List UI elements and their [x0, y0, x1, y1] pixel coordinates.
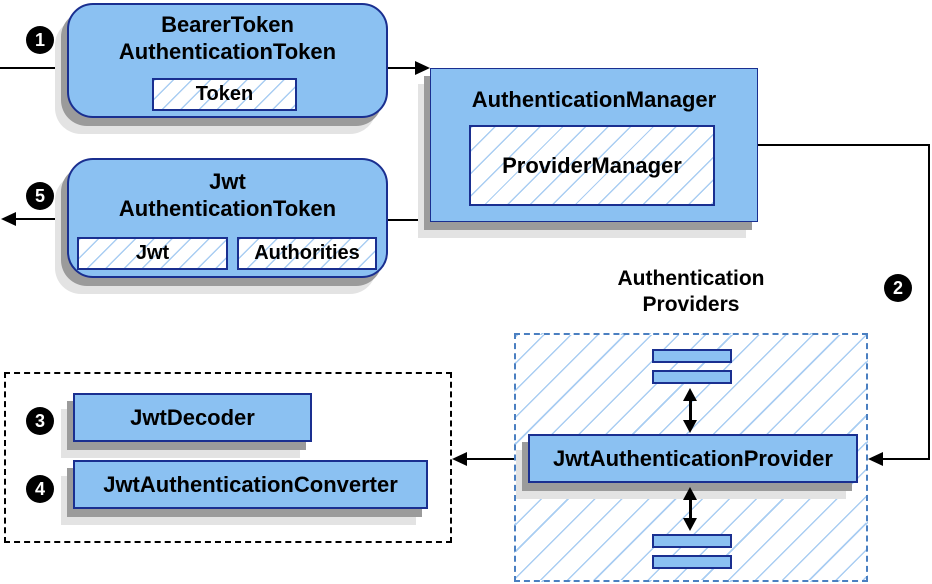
jwt-authentication-provider-label: JwtAuthenticationProvider: [553, 445, 833, 471]
step-badge-3: 3: [26, 407, 54, 435]
manager-to-provider-line-vertical: [928, 144, 930, 460]
token-chip-label: Token: [195, 83, 254, 105]
double-arrow-icon: [682, 388, 698, 433]
token-chip: Token: [152, 78, 297, 111]
bearer-token-title-line2: AuthenticationToken: [118, 39, 337, 64]
jwt-authentication-converter-box: JwtAuthenticationConverter: [73, 460, 428, 509]
authentication-manager-box: AuthenticationManager ProviderManager: [430, 68, 758, 222]
jwt-token-title-line2: AuthenticationToken: [118, 196, 337, 221]
jwt-decoder-box: JwtDecoder: [73, 393, 312, 442]
bearer-token-title-line1: BearerToken: [161, 12, 294, 37]
request-in-line: [0, 67, 67, 69]
provider-placeholder-bar: [652, 349, 732, 363]
authorities-chip-label: Authorities: [254, 242, 360, 264]
jwt-token-title-line1: Jwt: [209, 169, 246, 194]
response-out-line: [15, 218, 67, 220]
manager-to-provider-line-bottom: [883, 458, 930, 460]
arrow-stem: [688, 500, 692, 518]
double-arrow-icon: [682, 487, 698, 531]
arrowhead-left-icon: [868, 452, 883, 466]
arrowhead-down-icon: [683, 420, 697, 433]
jwt-authentication-converter-label: JwtAuthenticationConverter: [103, 471, 398, 497]
bearer-to-manager-line: [388, 67, 417, 69]
manager-to-provider-line-top: [758, 144, 930, 146]
manager-to-jwt-line: [388, 219, 430, 221]
providers-group-label-line1: Authentication: [617, 267, 765, 290]
jwt-authentication-token-box: Jwt AuthenticationToken Jwt Authorities: [67, 158, 388, 278]
jwt-decoder-label: JwtDecoder: [130, 404, 255, 430]
provider-placeholder-bar: [652, 555, 732, 569]
jwt-authentication-provider-box: JwtAuthenticationProvider: [528, 434, 858, 483]
jwt-chip: Jwt: [77, 237, 228, 270]
arrowhead-up-icon: [683, 388, 697, 401]
jwt-token-title: Jwt AuthenticationToken: [69, 160, 386, 222]
providers-group-label: Authentication Providers: [566, 266, 816, 318]
provider-placeholder-bar: [652, 370, 732, 384]
bearer-token-title: BearerToken AuthenticationToken: [69, 5, 386, 65]
step-badge-1: 1: [26, 26, 54, 54]
providers-group-label-line2: Providers: [642, 293, 740, 316]
arrowhead-up-icon: [683, 487, 697, 500]
arrow-stem: [688, 401, 692, 420]
provider-manager-chip-label: ProviderManager: [502, 152, 682, 178]
arrowhead-right-icon: [415, 61, 430, 75]
jwt-chip-label: Jwt: [135, 242, 170, 264]
arrowhead-left-icon: [1, 212, 16, 226]
authorities-chip: Authorities: [237, 237, 377, 270]
provider-to-decoder-line: [466, 458, 514, 460]
arrowhead-left-icon: [452, 452, 467, 466]
step-badge-4: 4: [26, 475, 54, 503]
step-badge-2: 2: [884, 274, 912, 302]
provider-placeholder-bar: [652, 534, 732, 548]
provider-manager-chip: ProviderManager: [469, 125, 715, 206]
authentication-manager-title: AuthenticationManager: [471, 87, 717, 112]
arrowhead-down-icon: [683, 518, 697, 531]
bearer-token-authentication-token-box: BearerToken AuthenticationToken Token: [67, 3, 388, 118]
step-badge-5: 5: [26, 182, 54, 210]
